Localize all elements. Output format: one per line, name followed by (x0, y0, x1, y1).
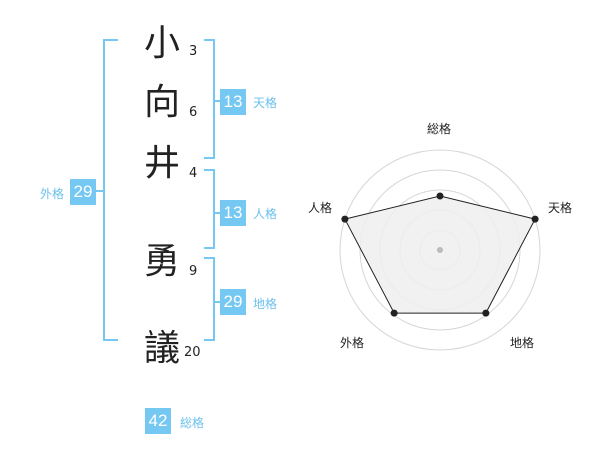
tenkaku-value: 13 (220, 89, 246, 115)
tenkaku-bracket (204, 39, 220, 159)
stroke-count-4: 9 (189, 264, 198, 279)
name-char-1: 小 (143, 23, 180, 64)
stroke-count-3: 4 (189, 166, 198, 181)
chikaku-value: 29 (220, 289, 246, 315)
radar-label-jinkaku: 人格 (308, 201, 333, 215)
radar-polygon (344, 195, 536, 314)
gaikaku-bracket (96, 39, 118, 341)
chikaku-bracket (204, 257, 220, 341)
jinkaku-label: 人格 (253, 207, 278, 221)
jinkaku-bracket (204, 169, 220, 249)
name-char-2: 向 (143, 82, 180, 123)
chikaku-label: 地格 (253, 297, 278, 311)
kaku-brackets (96, 39, 220, 341)
radar-center-dot (437, 247, 443, 253)
name-char-5: 議 (143, 328, 180, 369)
tenkaku-label: 天格 (253, 96, 278, 110)
radar-label-soukaku: 総格 (427, 122, 452, 136)
radar-point-4 (390, 309, 398, 317)
stroke-count-5: 20 (184, 345, 201, 360)
radar-point-3 (482, 309, 490, 317)
radar-label-gaikaku: 外格 (340, 336, 365, 350)
gaikaku-label: 外格 (40, 187, 65, 201)
radar-ring (359, 169, 521, 331)
soukaku-label: 総格 (180, 416, 205, 430)
radar-point-1 (436, 192, 444, 200)
name-char-4: 勇 (143, 241, 180, 282)
name-char-3: 井 (143, 143, 180, 184)
radar-ring (339, 149, 541, 351)
radar-point-5 (341, 215, 349, 223)
gaikaku-value: 29 (70, 179, 96, 205)
soukaku-value: 42 (145, 408, 171, 434)
radar-label-tenkaku: 天格 (548, 201, 573, 215)
stroke-count-1: 3 (189, 44, 198, 59)
radar-point-2 (531, 215, 539, 223)
jinkaku-value: 13 (220, 200, 246, 226)
radar-label-chikaku: 地格 (510, 336, 535, 350)
stroke-count-2: 6 (189, 105, 198, 120)
